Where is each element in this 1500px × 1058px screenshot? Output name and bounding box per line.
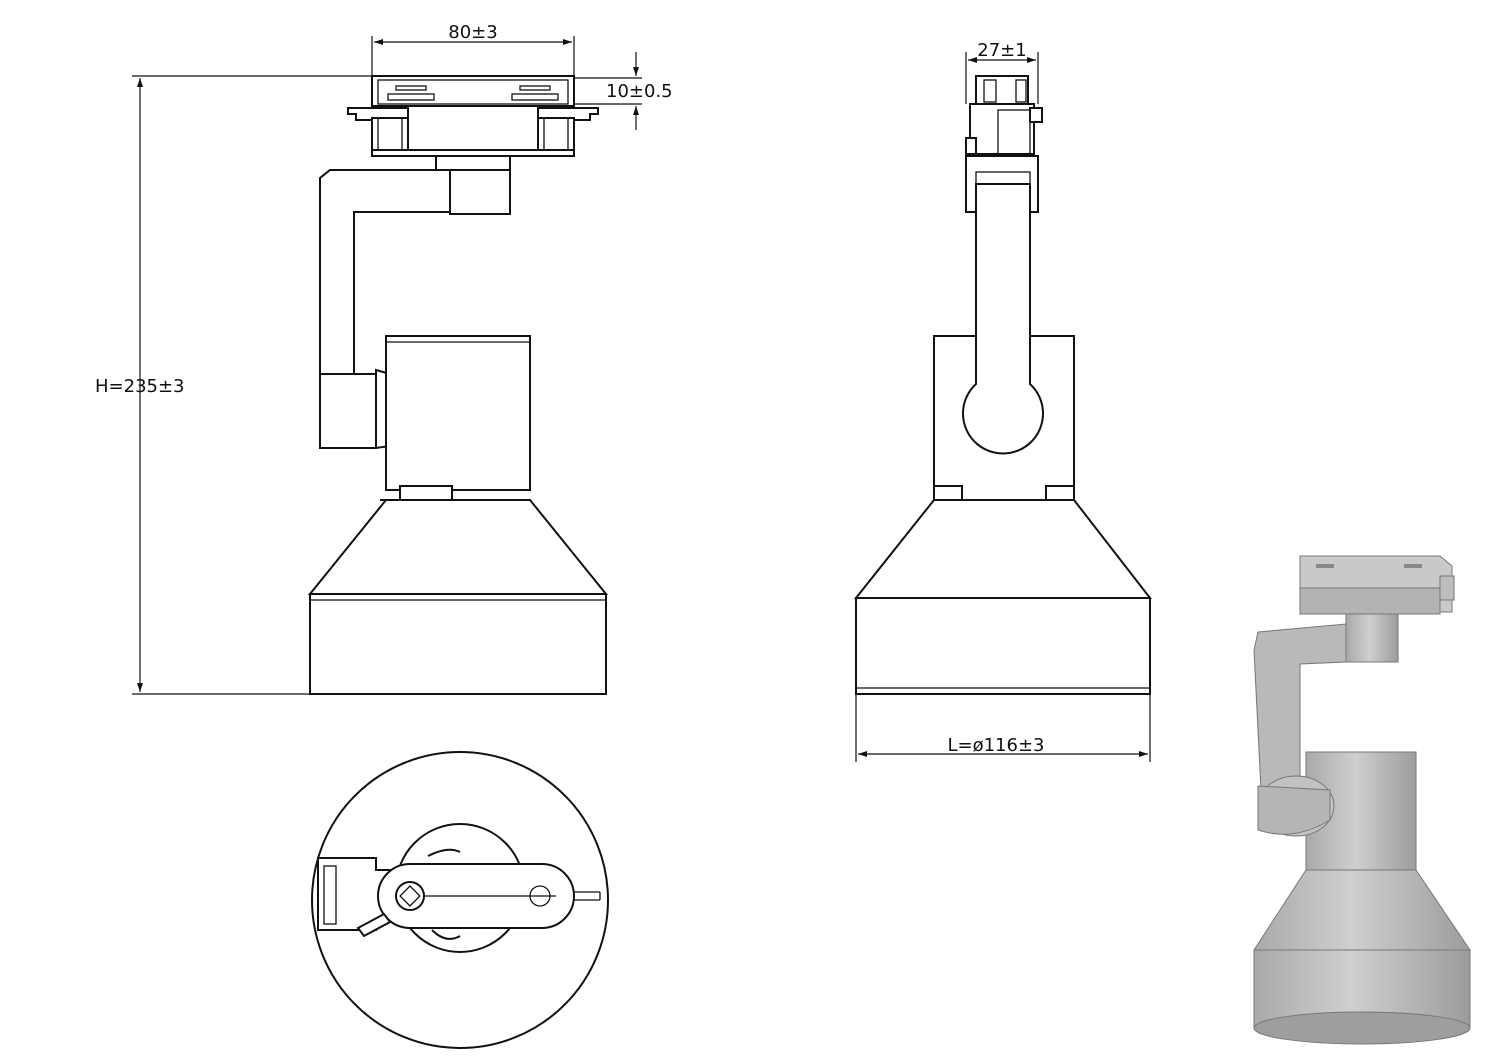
total-height-label: H=235±3 xyxy=(95,376,185,397)
side-view xyxy=(853,75,1153,695)
product-render xyxy=(1253,555,1471,1045)
side-width-label: 27±1 xyxy=(977,40,1026,61)
side-dimensions: 27±1 L=ø116±3 xyxy=(855,40,1151,762)
diameter-label: L=ø116±3 xyxy=(947,735,1044,756)
adapter-height-label: 10±0.5 xyxy=(606,81,673,102)
front-view xyxy=(307,75,609,695)
top-view xyxy=(311,751,609,1049)
top-width-label: 80±3 xyxy=(448,22,497,43)
front-dimensions: 80±3 10±0.5 H=235±3 xyxy=(95,22,673,695)
